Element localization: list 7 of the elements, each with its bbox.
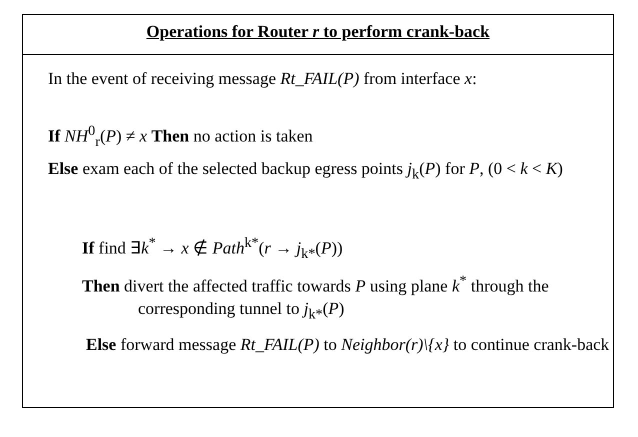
pseudocode-line: If NH$^{0}$$_{r}$(P) ≠ x Then no action is taken	[48, 122, 314, 152]
pseudocode-line: Else forward message Rt_FAIL(P) to Neighbor(r)\{x} to continue crank-back	[86, 334, 610, 356]
pseudocode-line: If find ∃k$^{*}$ → x ∉ Path$^{k*}$(r → j$_{k*}$(P))	[82, 234, 344, 264]
pseudocode-line: Then divert the affected traffic towards P using plane k$^{*}$ through the corresponding tunnel to j$_{k*}$(P)	[82, 272, 550, 324]
heading: Operations for Router r to perform crank-back	[146, 22, 490, 41]
pseudocode-line: Else exam each of the selected backup egress points j$_{k}$(P) for P, (0 < k < K)	[48, 158, 564, 184]
paragraph: In the event of receiving message Rt_FAIL(P) from interface x:	[48, 68, 478, 90]
